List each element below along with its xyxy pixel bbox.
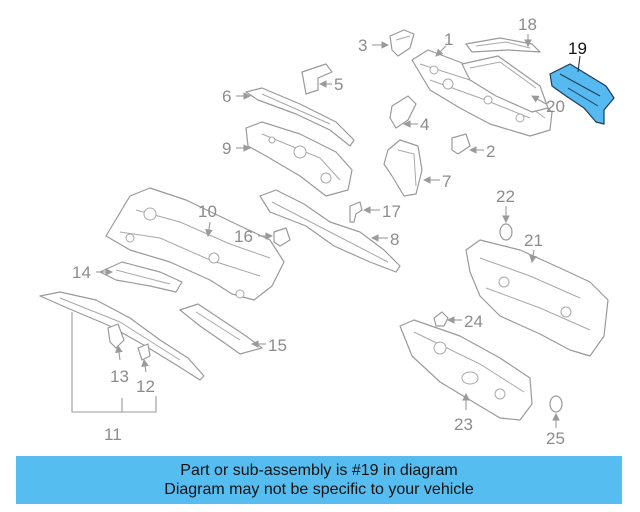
label-15: 15: [268, 336, 287, 355]
part-6-rail[interactable]: [245, 87, 355, 147]
label-8: 8: [390, 230, 399, 249]
label-10: 10: [198, 202, 217, 221]
info-banner: Part or sub-assembly is #19 in diagram D…: [16, 456, 622, 504]
label-7: 7: [442, 172, 451, 191]
part-1-callout: 1: [435, 30, 453, 57]
part-7-bracket[interactable]: [383, 139, 423, 197]
label-2: 2: [486, 142, 495, 161]
label-24: 24: [464, 312, 483, 331]
part-10-callout: 10: [198, 202, 217, 238]
part-19-highlighted[interactable]: [549, 63, 615, 125]
label-5: 5: [334, 75, 343, 94]
part-19-callout: 19: [568, 39, 587, 73]
part-18-callout: 18: [518, 15, 537, 48]
part-1-cowl-panel[interactable]: [411, 49, 553, 137]
part-17-callout: 17: [362, 202, 401, 221]
part-7-callout: 7: [422, 172, 451, 191]
part-15-callout: 15: [250, 336, 287, 355]
banner-line-1: Part or sub-assembly is #19 in diagram: [180, 462, 458, 479]
part-10-dash-panel[interactable]: [105, 187, 285, 301]
part-8-member[interactable]: [259, 189, 401, 273]
label-11: 11: [104, 425, 122, 444]
part-20-callout: 20: [531, 95, 565, 116]
part-4-callout: 4: [402, 115, 429, 134]
part-2-clip[interactable]: [451, 133, 471, 155]
part-13-callout: 13: [110, 344, 129, 386]
label-9: 9: [222, 139, 231, 158]
part-13-clip[interactable]: [107, 323, 125, 349]
part-14-bracket[interactable]: [99, 261, 183, 293]
part-24-fastener[interactable]: [433, 311, 449, 327]
label-12: 12: [136, 377, 155, 396]
label-19: 19: [568, 39, 587, 58]
part-25-callout: 25: [546, 412, 565, 448]
part-16-callout: 16: [234, 227, 274, 246]
label-23: 23: [454, 415, 473, 434]
part-3-callout: 3: [358, 36, 390, 55]
part-5-callout: 5: [318, 75, 343, 94]
label-4: 4: [420, 115, 429, 134]
label-16: 16: [234, 227, 253, 246]
part-14-callout: 14: [72, 263, 114, 282]
part-12-clip[interactable]: [137, 343, 151, 361]
part-5-clip[interactable]: [301, 63, 333, 95]
part-15-brace[interactable]: [179, 303, 263, 355]
part-25-grommet[interactable]: [549, 395, 563, 413]
label-3: 3: [358, 36, 367, 55]
part-2-callout: 2: [468, 142, 495, 161]
banner-line-2: Diagram may not be specific to your vehi…: [164, 481, 474, 498]
label-18: 18: [518, 15, 537, 34]
part-18-bracket[interactable]: [465, 37, 541, 53]
label-25: 25: [546, 429, 565, 448]
label-21: 21: [524, 231, 543, 250]
part-20-panel[interactable]: [461, 55, 549, 113]
part-24-callout: 24: [446, 312, 483, 331]
label-20: 20: [546, 97, 565, 116]
parts-diagram: 1 20 18 19 3 5: [39, 15, 615, 448]
part-21-insulator[interactable]: [465, 239, 609, 357]
part-23-callout: 23: [454, 392, 473, 434]
label-13: 13: [110, 367, 129, 386]
part-22-callout: 22: [496, 187, 515, 224]
part-9-panel[interactable]: [245, 121, 353, 197]
part-4-bracket[interactable]: [389, 95, 417, 129]
part-11-callout: 11: [71, 312, 157, 444]
part-3-bracket[interactable]: [389, 29, 415, 57]
label-1: 1: [444, 30, 453, 49]
part-22-grommet[interactable]: [499, 223, 513, 241]
part-8-callout: 8: [370, 230, 399, 249]
label-17: 17: [382, 202, 401, 221]
part-17-bolt[interactable]: [349, 201, 363, 223]
label-14: 14: [72, 263, 91, 282]
part-11-frame[interactable]: [39, 291, 205, 381]
label-6: 6: [222, 87, 231, 106]
part-6-callout: 6: [222, 87, 252, 106]
label-22: 22: [496, 187, 515, 206]
part-12-callout: 12: [136, 358, 155, 396]
part-9-callout: 9: [222, 139, 252, 158]
part-16-clip[interactable]: [273, 227, 291, 247]
part-23-insulator[interactable]: [399, 319, 533, 421]
part-21-callout: 21: [524, 231, 543, 264]
